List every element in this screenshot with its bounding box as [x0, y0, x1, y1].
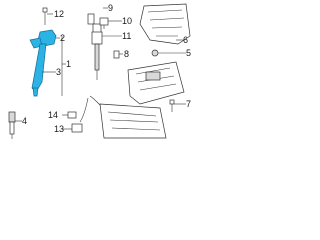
parts-diagram: 12 2 3 1 4 9 10 11 8: [8, 3, 191, 139]
wiring-harness-part: [79, 95, 167, 139]
callout-13: 13: [54, 124, 64, 134]
ecu-part: [127, 61, 185, 105]
spark-plug-part-4: [8, 111, 16, 139]
connector-part-13: [71, 123, 83, 133]
callout-9: 9: [108, 3, 113, 13]
callout-5: 5: [186, 48, 191, 58]
clip-part-14: [67, 111, 77, 119]
callout-12: 12: [54, 9, 64, 19]
callout-14: 14: [48, 110, 58, 120]
callout-6: 6: [183, 35, 188, 45]
screw-part-8: [113, 50, 120, 59]
ignition-coil-part: [29, 29, 57, 97]
callout-10: 10: [122, 16, 132, 26]
sensor-part-10: [99, 17, 109, 29]
bolt-part-12: [42, 7, 48, 25]
callout-1: 1: [66, 59, 71, 69]
callout-7: 7: [186, 99, 191, 109]
bracket-part-9: [87, 13, 102, 35]
cover-part-6: [139, 3, 191, 45]
sensor-part-11: [91, 31, 103, 80]
callout-3: 3: [56, 67, 61, 77]
bolt-part-7: [169, 99, 175, 112]
callout-2: 2: [60, 33, 65, 43]
grommet-part-5: [151, 49, 159, 57]
callout-4: 4: [22, 116, 27, 126]
callout-11: 11: [122, 31, 131, 41]
callout-8: 8: [124, 49, 129, 59]
